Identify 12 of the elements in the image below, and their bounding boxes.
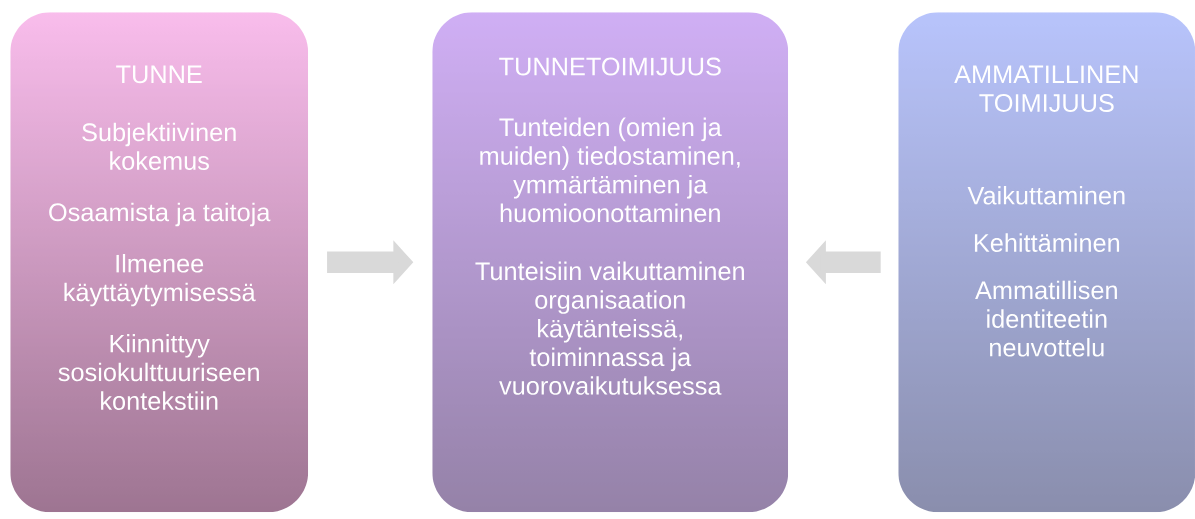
box-text: Vaikuttaminen: [967, 186, 1125, 205]
box-heading: AMMATILLINEN TOIMIJUUS: [954, 65, 1138, 112]
box-text: Osaamista ja taitoja: [49, 202, 271, 227]
box-text: Kehittäminen: [974, 233, 1120, 252]
box-heading: TUNNETOIMIJUUS: [499, 57, 721, 76]
box-text: Subjektiivinen kokemus: [82, 122, 236, 170]
box-text: Ilmenee käyttäytymisessä: [64, 254, 256, 307]
box-text: Kiinnittyy sosiokulttuuriseen kontekstiin: [58, 334, 259, 410]
box-text: Tunteiden (omien ja muiden) tiedostaminen, ymmärtäminen ja huomioonottaminen: [480, 117, 740, 223]
box-heading: TUNNE: [116, 65, 202, 84]
box-text: Ammatillisen identiteetin neuvottelu: [975, 280, 1117, 357]
box-text: Tunteisiin vaikuttaminen organisaation käytänteissä, toiminnassa ja vuorovaikutuksessa: [475, 261, 744, 395]
